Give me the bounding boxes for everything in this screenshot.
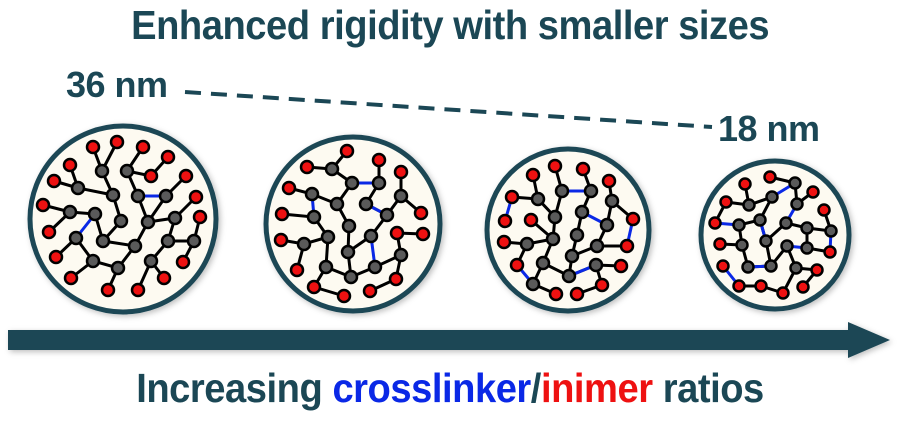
size-label-18nm: 18 nm [718,108,820,149]
figure-title: Enhanced rigidity with smaller sizes [131,2,770,48]
nanoparticle-1 [27,123,219,315]
nanoparticle-3 [484,146,652,314]
caption-crosslinker: crosslinker [332,365,531,411]
size-label-36nm: 36 nm [66,64,168,105]
increasing-ratio-arrow [8,322,890,358]
nanoparticle-2 [263,134,443,314]
caption-suffix: ratios [652,365,765,411]
caption-inimer: inimer [540,365,653,411]
caption-prefix: Increasing [136,365,333,411]
nanoparticle-4 [698,158,852,312]
size-trend-dashed-line [184,90,713,129]
axis-caption: Increasing crosslinker/inimer ratios [32,365,869,412]
caption-slash: / [530,365,542,411]
